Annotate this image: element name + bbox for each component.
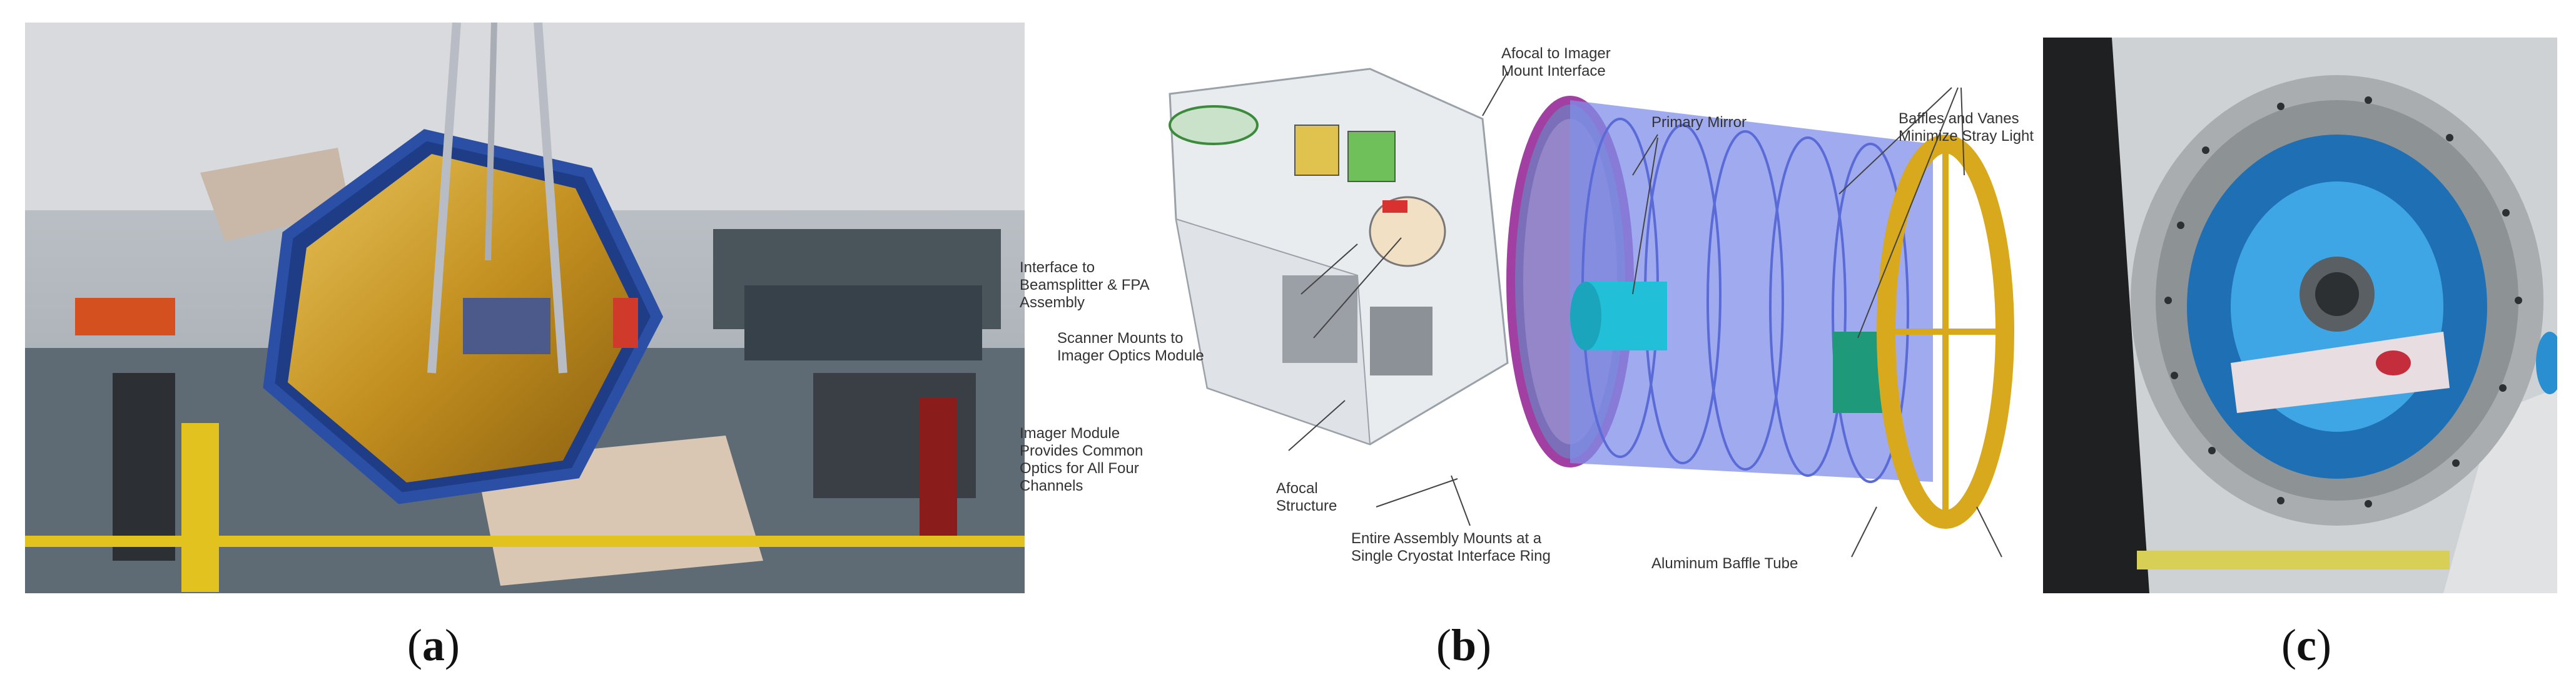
label-entire-2: Single Cryostat Interface Ring	[1351, 548, 1551, 564]
label-imager-1: Imager Module	[1020, 425, 1120, 442]
label-afocal-1: Afocal	[1276, 480, 1318, 497]
label-entire-1: Entire Assembly Mounts at a	[1351, 530, 1542, 547]
baffle-ring-photo	[2043, 38, 2557, 593]
label-afocal-to-imager-1: Afocal to Imager	[1501, 45, 1611, 62]
caption-c: (c)	[2244, 620, 2369, 671]
caption-b-close: )	[1476, 620, 1491, 670]
label-primary-mirror: Primary Mirror	[1651, 114, 1747, 131]
optical-assembly-diagram: Afocal to Imager Mount Interface Primary…	[1020, 45, 2034, 572]
caption-a-open: (	[407, 620, 422, 670]
caption-b: (b)	[1401, 620, 1526, 671]
label-scanner-1: Scanner Mounts to	[1057, 330, 1183, 347]
label-interface-2: Beamsplitter & FPA	[1020, 277, 1150, 293]
photo-panel-c	[2043, 38, 2557, 593]
label-imager-2: Provides Common	[1020, 442, 1143, 459]
photo-panel-a	[25, 23, 1025, 593]
label-scanner-2: Imager Optics Module	[1057, 347, 1204, 364]
caption-b-letter: b	[1451, 620, 1477, 670]
caption-c-close: )	[2316, 620, 2331, 670]
caption-c-open: (	[2281, 620, 2297, 670]
label-interface-3: Assembly	[1020, 294, 1085, 311]
label-imager-4: Channels	[1020, 477, 1083, 494]
caption-b-open: (	[1436, 620, 1451, 670]
caption-a: (a)	[371, 620, 496, 671]
cleanroom-mirror-photo	[25, 23, 1025, 593]
label-afocal-to-imager-2: Mount Interface	[1501, 63, 1606, 79]
label-aluminum-baffle-tube: Aluminum Baffle Tube	[1651, 555, 1798, 572]
label-interface-1: Interface to	[1020, 259, 1095, 276]
caption-a-letter: a	[422, 620, 445, 670]
label-baffles-2: Minimize Stray Light	[1899, 128, 2034, 145]
label-baffles-1: Baffles and Vanes	[1899, 110, 2019, 127]
label-imager-3: Optics for All Four	[1020, 460, 1139, 477]
label-afocal-2: Structure	[1276, 498, 1337, 514]
diagram-panel-b: Afocal to Imager Mount Interface Primary…	[1020, 13, 2052, 588]
caption-a-close: )	[445, 620, 460, 670]
caption-c-letter: c	[2296, 620, 2316, 670]
